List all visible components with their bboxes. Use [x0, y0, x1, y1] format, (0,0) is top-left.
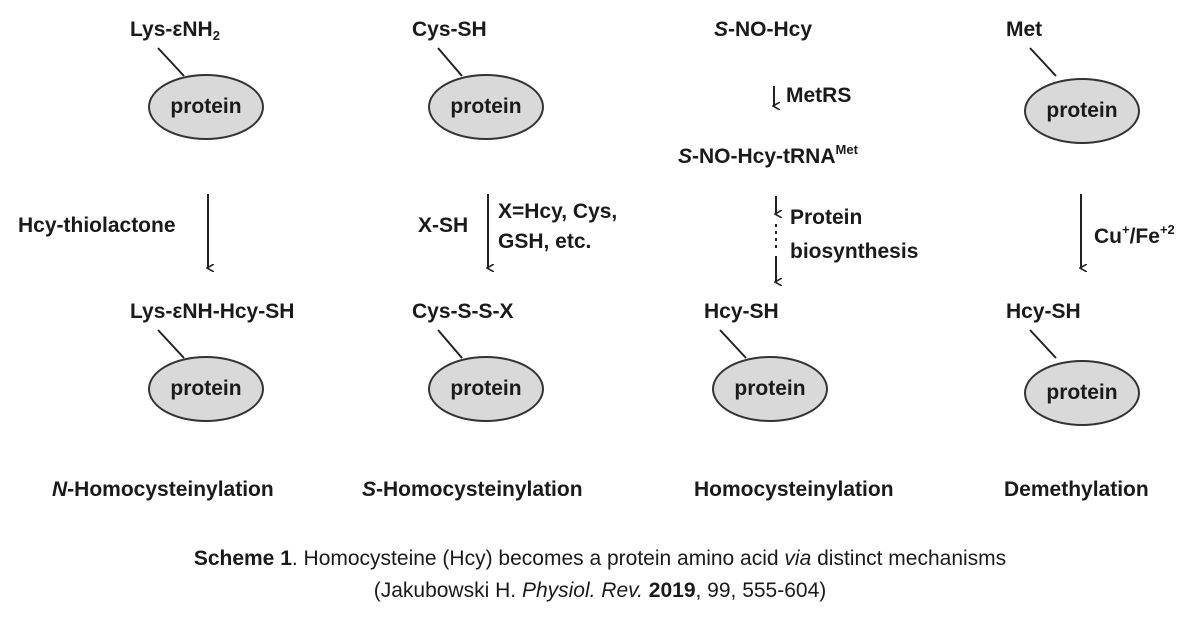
col2-reagent-right-line1: X=Hcy, Cys, [498, 200, 618, 223]
col4-bottom-stem [1029, 329, 1057, 359]
col3-title: Homocysteinylation [694, 478, 894, 501]
col4-top-label: Met [1006, 18, 1043, 41]
scheme-reference: (Jakubowski H. Physiol. Rev. 2019, 99, 5… [373, 579, 827, 602]
col2-bottom-label: Cys-S-S-X [412, 300, 514, 323]
col4-title: Demethylation [1004, 478, 1149, 501]
col4-reagent: Cu+/Fe+2 [1094, 222, 1175, 248]
col3-bottom-stem [719, 329, 747, 359]
col4-top-stem [1029, 47, 1057, 77]
col1-top-protein: protein [148, 74, 264, 140]
col4-top-protein: protein [1024, 78, 1140, 144]
col2-title: S-Homocysteinylation [362, 478, 583, 501]
col1-bottom-label: Lys-εNH-Hcy-SH [130, 300, 295, 323]
col1-top-stem [157, 47, 185, 77]
col1-top-label: Lys-εNH2 [130, 18, 220, 43]
scheme-caption: Scheme 1. Homocysteine (Hcy) becomes a p… [193, 547, 1007, 570]
col2-bottom-protein: protein [428, 356, 544, 422]
col2-reagent-left: X-SH [418, 214, 469, 237]
col2-top-protein: protein [428, 74, 544, 140]
col3-enzyme: MetRS [786, 84, 852, 107]
col4-bottom-protein: protein [1024, 360, 1140, 426]
col4-bottom-label: Hcy-SH [1006, 300, 1081, 323]
col3-step-line2: biosynthesis [790, 240, 919, 263]
col1-bottom-protein: protein [148, 356, 264, 422]
col3-top-label: S-NO-Hcy [714, 18, 813, 41]
col2-bottom-stem [437, 329, 463, 359]
col3-bottom-protein: protein [712, 356, 828, 422]
col2-top-label: Cys-SH [412, 18, 487, 41]
col3-step-line1: Protein [790, 206, 863, 229]
col2-top-stem [437, 47, 463, 77]
col1-bottom-stem [157, 329, 185, 359]
col1-title: N-Homocysteinylation [52, 478, 274, 501]
col3-intermediate: S-NO-Hcy-tRNAMet [678, 142, 858, 168]
col2-reagent-right-line2: GSH, etc. [498, 230, 592, 253]
col1-reagent: Hcy-thiolactone [18, 214, 176, 237]
col3-bottom-label: Hcy-SH [704, 300, 779, 323]
